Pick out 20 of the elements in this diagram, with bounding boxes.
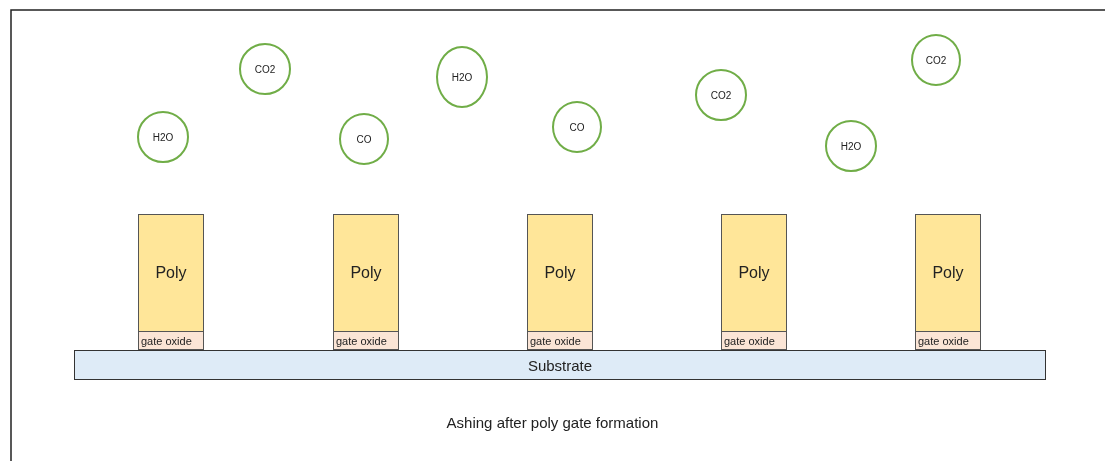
molecule-circle: H2O (436, 46, 488, 108)
molecule-circle: H2O (137, 111, 189, 163)
poly-gate: Poly (527, 214, 593, 332)
substrate-layer: Substrate (74, 350, 1046, 380)
poly-gate: Poly (721, 214, 787, 332)
poly-gate: Poly (138, 214, 204, 332)
poly-gate: Poly (915, 214, 981, 332)
gate-oxide-layer: gate oxide (138, 331, 204, 350)
molecule-circle: CO2 (695, 69, 747, 121)
gate-oxide-layer: gate oxide (333, 331, 399, 350)
caption: Ashing after poly gate formation (445, 414, 660, 431)
molecule-circle: CO (339, 113, 389, 165)
molecule-circle: CO2 (911, 34, 961, 86)
poly-gate: Poly (333, 214, 399, 332)
gate-oxide-layer: gate oxide (915, 331, 981, 350)
gate-oxide-layer: gate oxide (527, 331, 593, 350)
molecule-circle: CO (552, 101, 602, 153)
gate-oxide-layer: gate oxide (721, 331, 787, 350)
molecule-circle: CO2 (239, 43, 291, 95)
molecule-circle: H2O (825, 120, 877, 172)
